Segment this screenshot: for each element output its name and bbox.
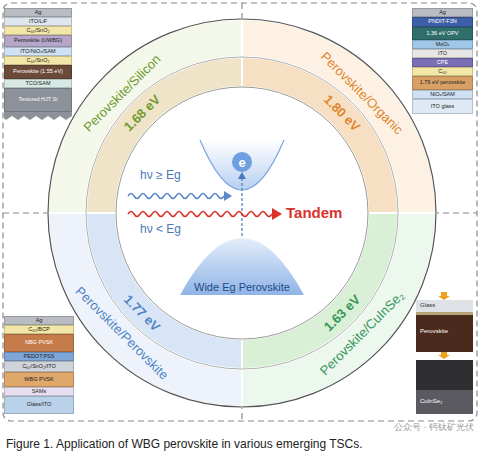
layer-box: Ag xyxy=(4,8,72,17)
node-text: ITO/LiF xyxy=(29,19,47,25)
layer-box: Ag xyxy=(412,8,473,17)
layer-label: CuInSe₂ xyxy=(420,398,442,405)
layer-label: Glass xyxy=(420,302,435,309)
photon-label-text: hν < Eg xyxy=(140,222,181,236)
node-text: CPE xyxy=(437,60,448,66)
layer-box: Perovskite (1.55 eV) xyxy=(4,65,72,79)
photon-wave xyxy=(128,212,272,217)
photon-label-text: hν ≥ Eg xyxy=(140,168,181,182)
node-text: Ag xyxy=(35,10,42,16)
layer-box: SAMs xyxy=(4,387,74,396)
material-label: Wide Eg Perovskite xyxy=(194,281,290,293)
layer-box: ITO/LiF xyxy=(4,17,72,26)
layer-label-text: CuInSe₂ xyxy=(420,398,442,404)
panel-border xyxy=(3,3,477,421)
layer-box: Textured HJT Si xyxy=(4,88,72,112)
node-text: NiOₓ/SAM xyxy=(430,92,455,98)
node-text: Ag xyxy=(439,10,446,16)
watermark-text: 公众号 · 钙钛矿光伏 xyxy=(394,422,474,432)
caption-text: Figure 1. Application of WBG perovskite … xyxy=(6,437,363,451)
arrow-head xyxy=(238,172,246,179)
node-text: Glass/ITO xyxy=(27,402,52,408)
layer-box: C₆₀/SnO₂ xyxy=(4,56,72,65)
node-text: e xyxy=(238,156,245,169)
light-arrow xyxy=(438,352,450,359)
excitation-arrow xyxy=(241,178,242,236)
valence-band xyxy=(180,238,304,295)
light-arrow xyxy=(438,292,450,300)
node-text: ITO xyxy=(438,51,447,57)
layer-label-text: Perovskite xyxy=(420,328,448,334)
node-text: Textured HJT Si xyxy=(18,97,57,103)
textured-silicon xyxy=(4,112,72,120)
node-text: SAMs xyxy=(32,389,47,395)
layer-box: C₆₀/SnO₂/ITO xyxy=(4,361,74,372)
electron-circle: e xyxy=(232,152,252,172)
layer-label: Perovskite xyxy=(420,328,448,335)
photon-label: hν < Eg xyxy=(140,223,181,236)
layer-box: ITO xyxy=(412,49,473,58)
conduction-band xyxy=(200,140,284,190)
device-photo xyxy=(416,300,473,312)
node-text: C₆₀ xyxy=(438,69,446,75)
node-text: MoOₓ xyxy=(436,42,450,48)
node-text: C₆₀/SnO₂/ITO xyxy=(22,364,56,370)
watermark: 公众号 · 钙钛矿光伏 xyxy=(394,423,474,433)
node-text: Perovskite (UWBG) xyxy=(14,38,62,44)
layer-box: NBG PVSK xyxy=(4,334,74,352)
node-text: Ag xyxy=(36,318,43,324)
device-photo xyxy=(416,312,473,352)
layer-box: C₆₀/BCP xyxy=(4,325,74,334)
layer-box: CPE xyxy=(412,58,473,67)
node-text: PNDIT-F3N xyxy=(428,19,456,25)
photon-label: hν ≥ Eg xyxy=(140,169,181,182)
process-label: Tandem xyxy=(286,205,342,222)
arrow-head xyxy=(224,191,232,201)
ring-outline xyxy=(86,57,398,369)
material-label-text: Wide Eg Perovskite xyxy=(194,281,290,293)
node-text: ITO glass xyxy=(431,104,454,110)
node-text: 1.79 eV perovskite xyxy=(420,80,466,86)
layer-box: TCO/SAM xyxy=(4,79,72,88)
layer-box: 1.36 eV OPV xyxy=(412,27,473,40)
photon-wave xyxy=(128,194,224,199)
layer-box: ITO glass xyxy=(412,99,473,114)
layer-box: ITO/NiOₓ/SAM xyxy=(4,47,72,56)
device-photo xyxy=(416,390,473,414)
layer-box: MoOₓ xyxy=(412,40,473,49)
device-photo xyxy=(416,312,473,315)
layer-box: C₆₀ xyxy=(412,67,473,76)
arrow-head xyxy=(272,208,282,220)
node-text: C₆₀/BCP xyxy=(28,327,49,333)
process-label-text: Tandem xyxy=(286,204,342,221)
node-text: PEDOT:PSS xyxy=(24,354,55,360)
node-text: ITO/NiOₓ/SAM xyxy=(20,49,55,55)
center-disk xyxy=(116,87,368,339)
layer-box: WBG PVSK xyxy=(4,372,74,387)
layer-box: Ag xyxy=(4,316,74,325)
layer-box: PNDIT-F3N xyxy=(412,17,473,27)
node-text: TCO/SAM xyxy=(25,81,50,87)
node-text: C₆₀/SnO₂ xyxy=(26,58,49,64)
layer-box: PEDOT:PSS xyxy=(4,352,74,361)
node-text: WBG PVSK xyxy=(24,377,53,383)
layer-box: C₆₀/SnO₂ xyxy=(4,26,72,35)
node-text: 1.36 eV OPV xyxy=(426,31,458,37)
node-text: C₆₀/SnO₂ xyxy=(26,28,49,34)
layer-box: NiOₓ/SAM xyxy=(412,90,473,99)
layer-box: 1.79 eV perovskite xyxy=(412,76,473,90)
ring-outline xyxy=(48,19,436,407)
node-text: Perovskite (1.55 eV) xyxy=(13,69,63,75)
layer-box: Perovskite (UWBG) xyxy=(4,35,72,47)
conduction-band-edge xyxy=(200,140,284,190)
device-photo xyxy=(416,360,473,414)
layer-label-text: Glass xyxy=(420,302,435,308)
figure-caption: Figure 1. Application of WBG perovskite … xyxy=(6,437,363,451)
layer-box: Glass/ITO xyxy=(4,396,74,414)
node-text: NBG PVSK xyxy=(25,340,53,346)
